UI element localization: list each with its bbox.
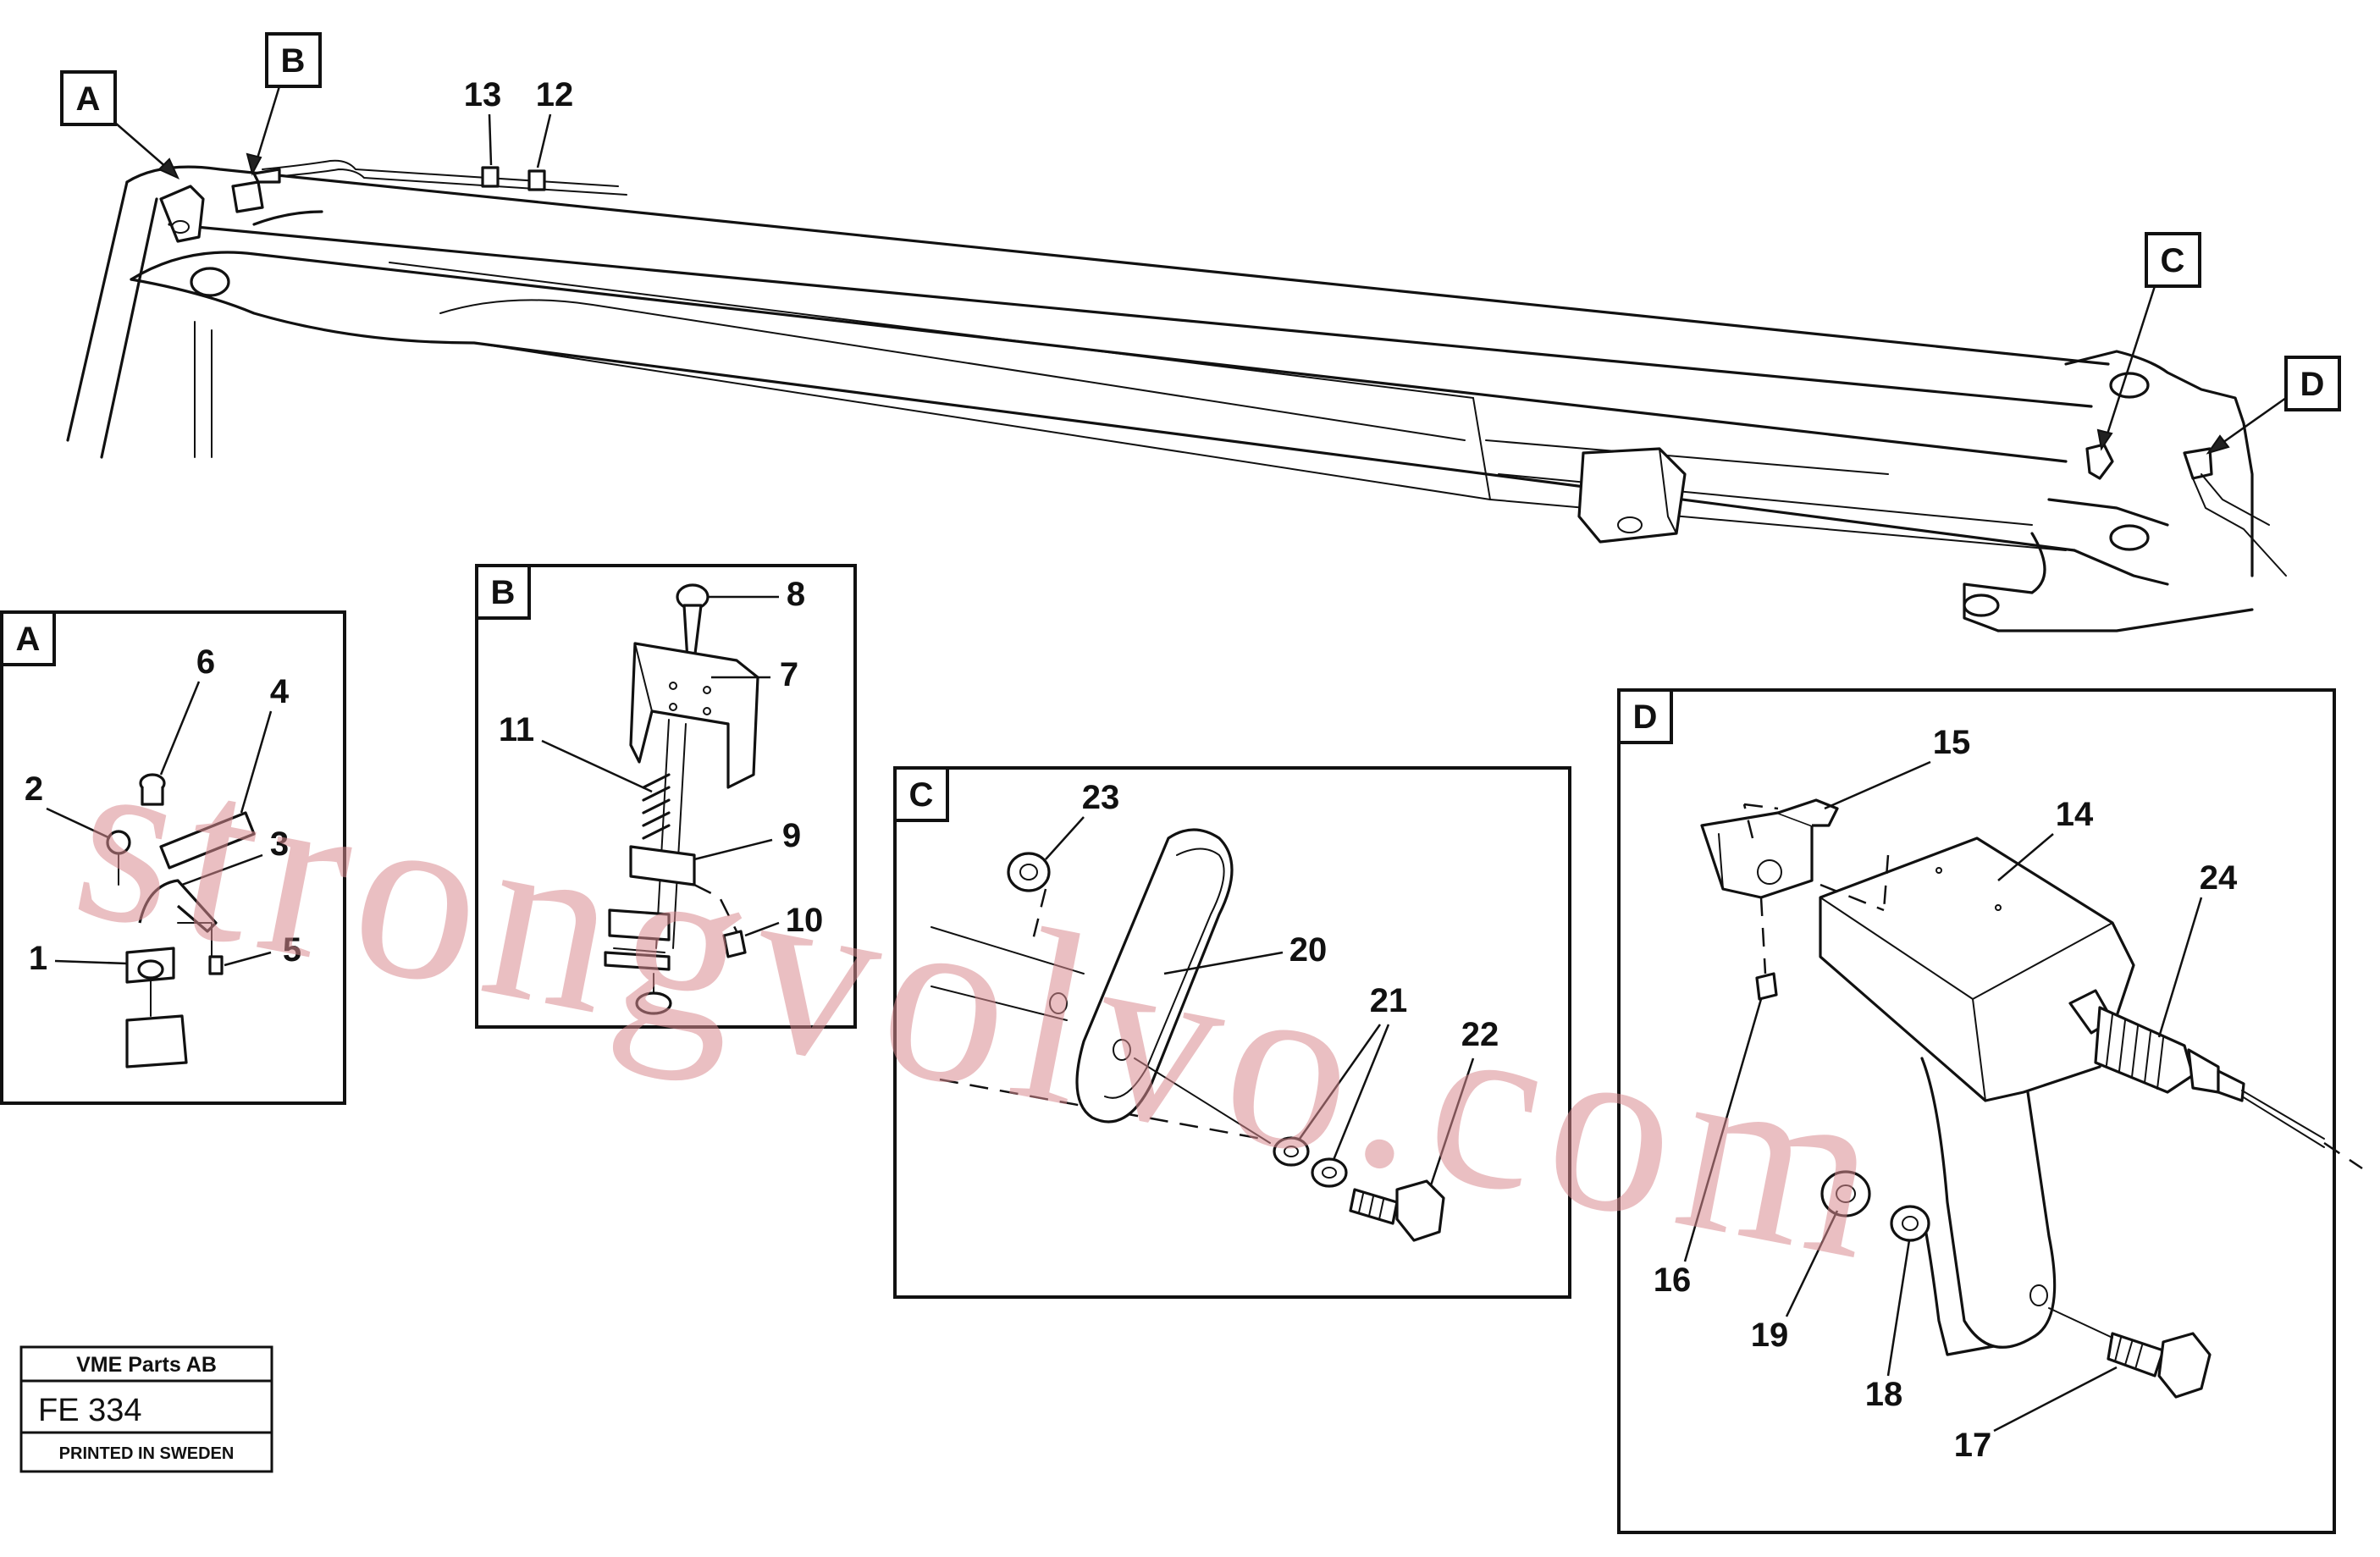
detail-d: D (1617, 688, 2363, 1534)
stamp-company: VME Parts AB (76, 1353, 217, 1377)
detail-a: A 6 4 2 3 1 5 (0, 610, 346, 1105)
label-3: 3 (270, 825, 289, 863)
callout-a: A (60, 70, 180, 180)
parts-stamp: VME Parts AB FE 334 PRINTED IN SWEDEN (19, 1345, 273, 1473)
detail-b-letter: B (491, 574, 516, 611)
label-11: 11 (499, 711, 534, 748)
label-5: 5 (283, 931, 301, 969)
label-17: 17 (1954, 1427, 1992, 1464)
label-19: 19 (1751, 1317, 1789, 1354)
detail-b: B 8 7 11 9 10 (475, 564, 857, 1029)
label-13: 13 (464, 76, 502, 113)
label-16: 16 (1654, 1262, 1692, 1299)
label-7: 7 (780, 656, 798, 693)
callout-c: C (2096, 232, 2201, 451)
label-8: 8 (787, 576, 805, 613)
label-6: 6 (196, 643, 215, 681)
label-15: 15 (1933, 724, 1971, 761)
detail-a-letter: A (16, 621, 41, 658)
stamp-code: FE 334 (38, 1393, 142, 1428)
callout-b-letter: B (281, 42, 306, 80)
boom-overview (66, 159, 2287, 632)
label-21: 21 (1370, 982, 1408, 1019)
label-20: 20 (1289, 931, 1328, 969)
stamp-printed: PRINTED IN SWEDEN (59, 1444, 235, 1463)
label-22: 22 (1461, 1016, 1499, 1053)
label-2: 2 (25, 770, 43, 808)
label-12: 12 (536, 76, 574, 113)
label-10-b: 10 (786, 902, 824, 939)
label-9: 9 (782, 817, 801, 854)
label-1: 1 (29, 940, 47, 977)
detail-d-letter: D (1633, 698, 1658, 736)
label-4: 4 (270, 673, 290, 710)
callout-b: B (246, 32, 322, 176)
callout-d-letter: D (2300, 366, 2325, 403)
callout-a-letter: A (76, 80, 101, 118)
detail-c-letter: C (909, 776, 934, 814)
label-14: 14 (2056, 796, 2094, 833)
label-24: 24 (2200, 859, 2238, 897)
label-18: 18 (1865, 1376, 1903, 1413)
callout-d: D (2206, 356, 2341, 455)
label-23: 23 (1082, 779, 1120, 816)
detail-c: C 23 20 21 22 (893, 766, 1571, 1299)
callout-c-letter: C (2161, 242, 2185, 279)
